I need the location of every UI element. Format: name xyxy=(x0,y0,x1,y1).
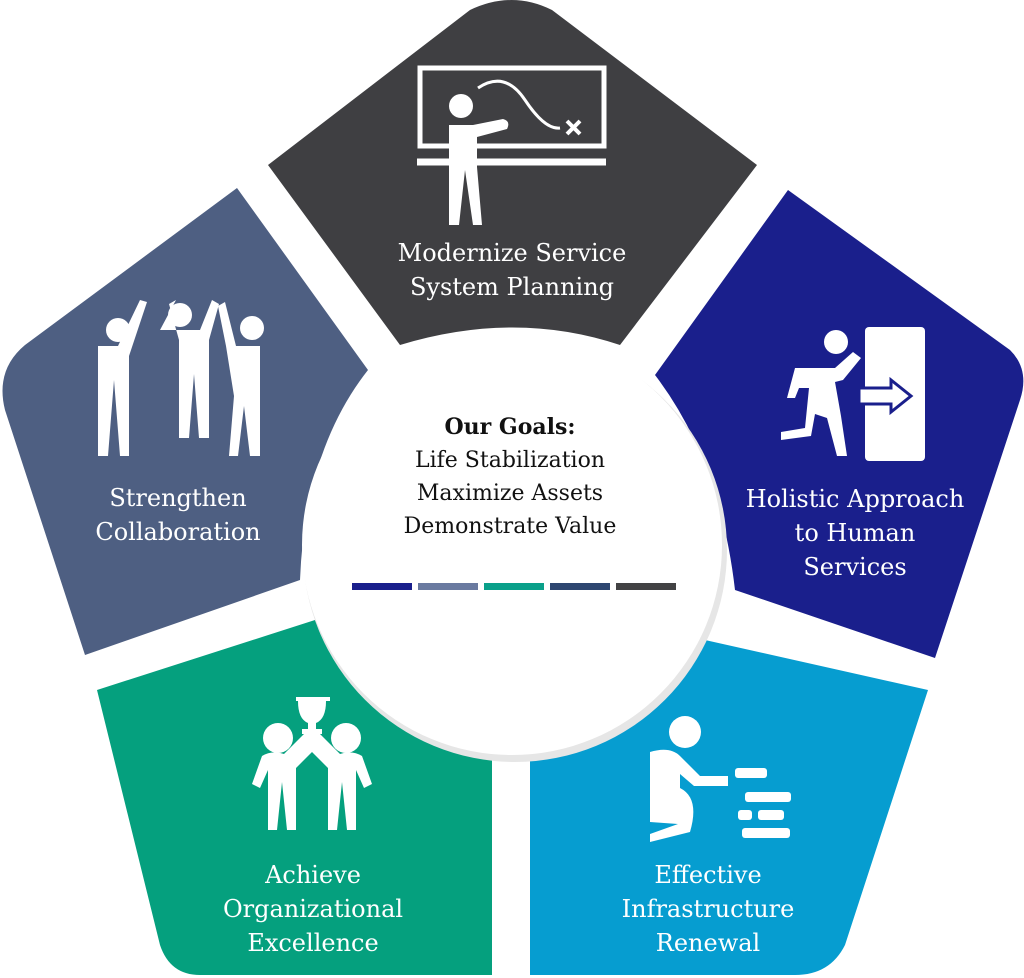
color-bar xyxy=(550,583,610,590)
segment-label-top: Modernize Service System Planning xyxy=(397,239,627,301)
segment-top-shape xyxy=(268,0,757,345)
color-bar xyxy=(418,583,478,590)
team-cheer-icon xyxy=(98,300,264,456)
goal-item: Demonstrate Value xyxy=(403,514,617,539)
goal-item: Maximize Assets xyxy=(416,481,604,506)
color-bar xyxy=(352,583,412,590)
color-bar xyxy=(484,583,544,590)
segment-label-left: Strengthen Collaboration xyxy=(95,484,261,546)
color-bar xyxy=(616,583,676,590)
trophy-team-icon xyxy=(252,697,372,830)
bricklayer-icon xyxy=(650,716,791,842)
goal-item: Life Stabilization xyxy=(414,448,606,473)
center-circle xyxy=(302,335,722,755)
goals-title: Our Goals: xyxy=(444,414,576,440)
center-goals: Our Goals: Life Stabilization Maximize A… xyxy=(330,410,690,543)
segment-label-bottom-right: Effective Infrastructure Renewal xyxy=(621,861,795,957)
presentation-board-icon xyxy=(417,65,607,166)
color-legend-bars xyxy=(352,583,676,590)
exit-door-icon xyxy=(781,327,925,461)
segment-label-bottom-left: Achieve Organizational Excellence xyxy=(222,861,404,957)
segment-label-right: Holistic Approach to Human Services xyxy=(745,485,965,581)
